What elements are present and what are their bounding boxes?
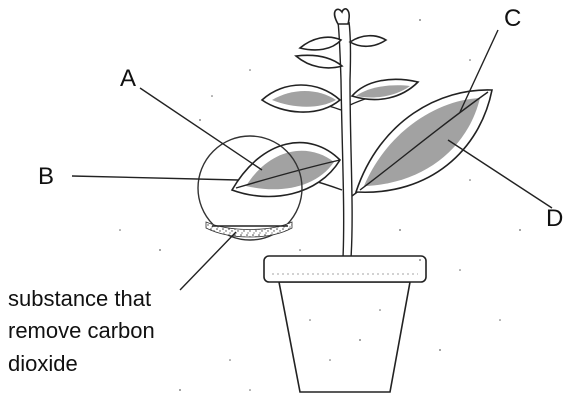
- flower-pot: [264, 256, 426, 392]
- leader-d: [448, 140, 552, 208]
- label-c: C: [504, 5, 521, 32]
- leader-b: [72, 176, 238, 180]
- top-leaves: [296, 9, 386, 68]
- leader-a: [140, 88, 262, 170]
- caption-line-1: substance that: [8, 286, 151, 311]
- upper-leaves: [262, 79, 418, 112]
- label-a: A: [120, 65, 136, 92]
- caption-line-2: remove carbon: [8, 318, 155, 343]
- co2-absorbing-substance: [206, 222, 292, 237]
- caption-line-3: dioxide: [8, 351, 78, 376]
- control-leaf: [356, 90, 492, 192]
- label-b: B: [38, 163, 54, 190]
- leader-substance: [180, 232, 236, 290]
- label-d: D: [546, 205, 563, 232]
